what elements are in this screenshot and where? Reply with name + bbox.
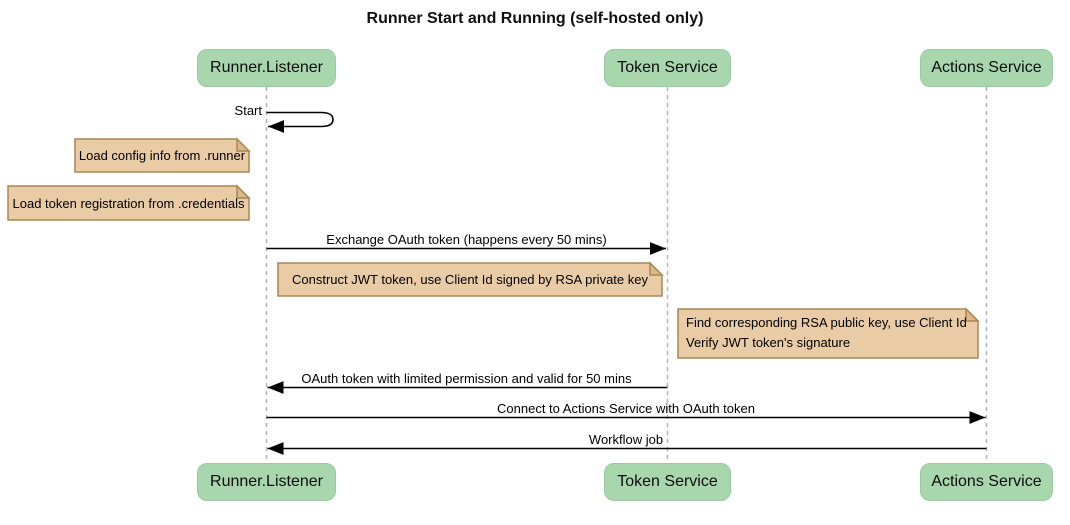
note-find-rsa-line-2: Verify JWT token's signature xyxy=(686,335,851,350)
note-find-rsa: Find corresponding RSA public key, use C… xyxy=(686,313,978,358)
participant-label: Token Service xyxy=(617,473,718,490)
participant-actions-service-bottom: Actions Service xyxy=(920,463,1053,501)
note-shape-load-token-registration xyxy=(7,184,251,221)
note-load-token-registration: Load token registration from .credential… xyxy=(12,195,245,211)
message-label-connect-actions: Connect to Actions Service with OAuth to… xyxy=(497,401,755,416)
message-label-oauth-token-return: OAuth token with limited permission and … xyxy=(301,371,632,386)
note-shape-find-rsa xyxy=(677,307,980,359)
participant-label: Token Service xyxy=(617,59,718,76)
participant-label: Runner.Listener xyxy=(210,59,323,76)
note-shape-load-config xyxy=(74,137,251,173)
participant-token-service-top: Token Service xyxy=(604,49,731,87)
participant-label: Runner.Listener xyxy=(210,473,323,490)
participant-token-service-bottom: Token Service xyxy=(604,463,731,501)
participant-label: Actions Service xyxy=(931,59,1042,76)
participant-actions-service-top: Actions Service xyxy=(920,49,1053,87)
participant-label: Actions Service xyxy=(931,473,1042,490)
message-line-start-self-loop xyxy=(266,111,334,133)
note-load-config: Load config info from .runner xyxy=(78,148,246,163)
diagram-title: Runner Start and Running (self-hosted on… xyxy=(366,10,704,27)
note-construct-jwt: Construct JWT token, use Client Id signe… xyxy=(292,272,648,287)
participant-runner-listener-top: Runner.Listener xyxy=(197,49,336,87)
note-find-rsa-line-1: Find corresponding RSA public key, use C… xyxy=(686,315,967,330)
message-label-exchange-oauth: Exchange OAuth token (happens every 50 m… xyxy=(326,232,607,247)
note-shape-construct-jwt xyxy=(277,261,664,297)
participant-runner-listener-bottom: Runner.Listener xyxy=(197,463,336,501)
message-label-workflow-job: Workflow job xyxy=(588,432,664,447)
message-label-start: Start xyxy=(234,103,262,118)
